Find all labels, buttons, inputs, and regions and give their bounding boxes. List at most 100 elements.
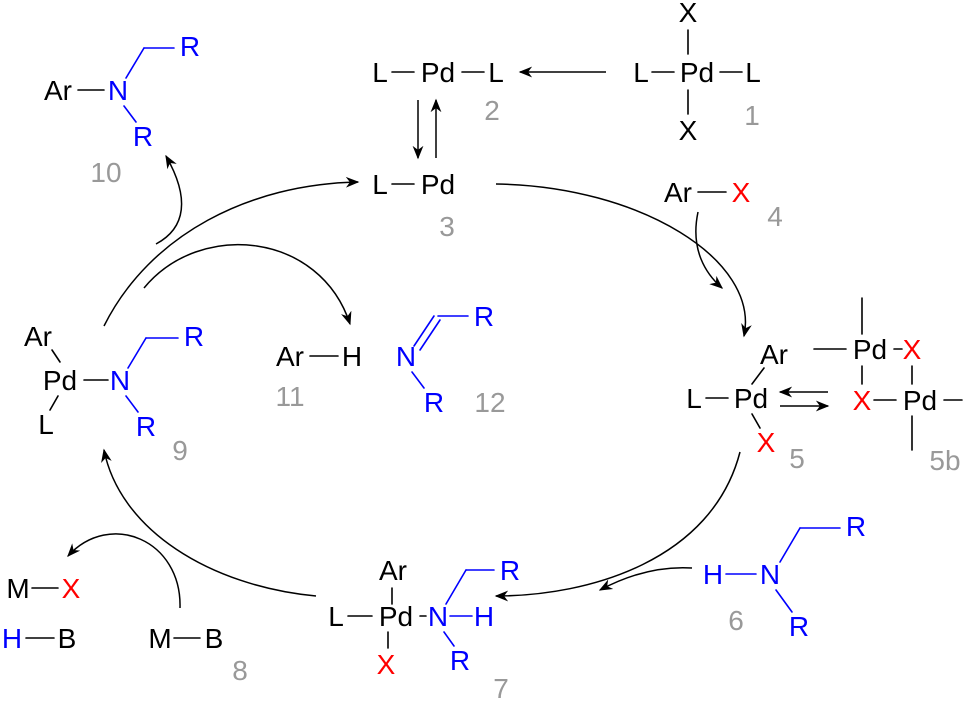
- arrow-6-in: [598, 566, 693, 591]
- compound-10: Ar N R R 10: [44, 31, 200, 188]
- atom-r: R: [136, 411, 156, 442]
- atom-pd: Pd: [421, 57, 455, 88]
- compound-6: H N R R 6: [703, 511, 866, 642]
- atom-n: N: [760, 559, 780, 590]
- compound-number-7: 7: [493, 673, 509, 704]
- double-bond: [419, 319, 441, 351]
- compound-number-10: 10: [90, 157, 121, 188]
- compound-1: X L Pd L X 1: [633, 0, 761, 146]
- arrow-3-to-5: [495, 183, 752, 338]
- arrow-to-11-12: [143, 243, 352, 326]
- atom-x: X: [679, 115, 698, 146]
- atom-r: R: [424, 387, 444, 418]
- compound-number-5b: 5b: [929, 445, 960, 476]
- atom-ar: Ar: [379, 555, 407, 586]
- atom-x: X: [732, 177, 751, 208]
- compound-number-12: 12: [474, 387, 505, 418]
- atom-r: R: [184, 321, 204, 352]
- atom-pd: Pd: [379, 601, 413, 632]
- atom-r: R: [450, 645, 470, 676]
- atom-b: B: [205, 623, 224, 654]
- atom-r: R: [474, 301, 494, 332]
- atom-r: R: [500, 555, 520, 586]
- compound-number-9: 9: [172, 435, 188, 466]
- compound-8: M X H B M B 8: [2, 573, 248, 686]
- atom-pd: Pd: [43, 365, 77, 396]
- bond: [411, 371, 425, 389]
- compound-12: N R R 12: [396, 301, 506, 418]
- compound-2: L Pd L 2: [372, 57, 504, 126]
- compound-5b: Pd X X Pd 5b: [813, 297, 963, 476]
- compound-number-8: 8: [232, 655, 248, 686]
- atom-h: H: [2, 623, 22, 654]
- compound-11: Ar H 11: [275, 341, 362, 412]
- bond: [775, 589, 793, 613]
- atom-ar: Ar: [44, 75, 72, 106]
- atom-l: L: [328, 601, 344, 632]
- reaction-arrows: [67, 66, 830, 609]
- atom-ar: Ar: [760, 339, 788, 370]
- bond: [751, 367, 765, 385]
- atom-n: N: [396, 341, 416, 372]
- atom-l: L: [633, 57, 649, 88]
- atom-l: L: [372, 57, 388, 88]
- compound-4: Ar X 4: [664, 177, 783, 232]
- compound-5: Ar L Pd X 5: [686, 339, 805, 474]
- compound-number-4: 4: [767, 201, 783, 232]
- atom-r: R: [789, 611, 809, 642]
- atom-n: N: [108, 75, 128, 106]
- bond: [443, 631, 455, 647]
- arrow-9-to-3: [103, 176, 360, 327]
- compound-number-11: 11: [275, 381, 304, 412]
- atom-l: L: [372, 169, 388, 200]
- compound-number-5: 5: [789, 443, 805, 474]
- atom-l: L: [38, 409, 54, 440]
- atom-l: L: [745, 57, 761, 88]
- bond: [127, 337, 147, 369]
- atom-pd: Pd: [421, 169, 455, 200]
- atom-ar: Ar: [24, 321, 52, 352]
- atom-h: H: [474, 601, 494, 632]
- compound-9: Ar Pd N R R L 9: [24, 321, 204, 466]
- compound-number-6: 6: [728, 605, 744, 636]
- atom-h: H: [703, 559, 723, 590]
- atom-pd: Pd: [853, 334, 887, 365]
- atom-pd: Pd: [680, 57, 714, 88]
- bond: [123, 105, 137, 123]
- arrow-8-to-mx: [67, 533, 181, 609]
- compound-7: Ar L Pd N H R R X 7: [328, 555, 520, 704]
- compound-number-3: 3: [439, 211, 455, 242]
- atom-x: X: [377, 649, 396, 680]
- atom-ar: Ar: [276, 341, 304, 372]
- atom-l: L: [488, 57, 504, 88]
- compound-number-1: 1: [744, 100, 760, 131]
- atom-n: N: [110, 365, 130, 396]
- atom-x: X: [62, 573, 81, 604]
- arrow-7-to-9: [101, 448, 317, 597]
- atom-r: R: [180, 31, 200, 62]
- atom-n: N: [428, 601, 448, 632]
- atom-ar: Ar: [664, 177, 692, 208]
- bond: [125, 47, 145, 79]
- arrow-to-10: [155, 154, 183, 245]
- bond: [125, 395, 139, 413]
- bond: [751, 413, 761, 429]
- atom-l: L: [686, 383, 702, 414]
- bond: [51, 349, 61, 363]
- atom-x: X: [679, 0, 698, 28]
- compound-number-2: 2: [484, 95, 500, 126]
- atom-m: M: [6, 573, 29, 604]
- arrow-5-to-7: [494, 451, 741, 602]
- bond: [445, 569, 467, 605]
- atom-pd: Pd: [734, 383, 768, 414]
- arrow-4-in: [695, 211, 724, 289]
- bond: [49, 395, 59, 411]
- atom-r: R: [133, 121, 153, 152]
- atom-pd: Pd: [903, 385, 937, 416]
- atom-r: R: [846, 511, 866, 542]
- compound-3: L Pd 3: [372, 169, 455, 242]
- atom-x: X: [757, 427, 776, 458]
- atom-x: X: [853, 385, 872, 416]
